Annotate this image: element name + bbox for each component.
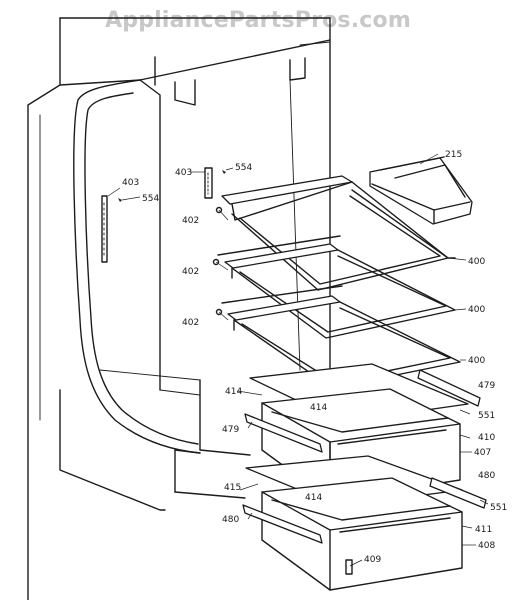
callout-labels: 403 554 403 554 215 402 402 402 400 400 … xyxy=(122,150,507,565)
right-shelf-support xyxy=(190,167,234,199)
callout-480: 480 xyxy=(222,515,239,525)
callout-215: 215 xyxy=(445,150,462,160)
callout-409: 409 xyxy=(364,555,381,565)
shelf-middle xyxy=(212,235,456,339)
shelf-top xyxy=(215,175,456,291)
door-gasket xyxy=(73,79,201,454)
callout-403: 403 xyxy=(122,178,139,188)
callout-414: 414 xyxy=(225,387,242,397)
leader-lines xyxy=(215,153,489,567)
callout-408: 408 xyxy=(478,541,495,551)
callout-479: 479 xyxy=(478,381,495,391)
callout-403: 403 xyxy=(175,168,192,178)
callout-400: 400 xyxy=(468,356,485,366)
watermark: AppliancePartsPros.com xyxy=(105,8,411,33)
callout-551: 551 xyxy=(490,503,507,513)
callout-402: 402 xyxy=(182,267,199,277)
callout-400: 400 xyxy=(468,257,485,267)
lower-crisper xyxy=(242,477,487,591)
callout-400: 400 xyxy=(468,305,485,315)
callout-411: 411 xyxy=(475,525,492,535)
callout-480: 480 xyxy=(478,471,495,481)
callout-402: 402 xyxy=(182,216,199,226)
shelf-bottom xyxy=(215,285,461,389)
callout-410: 410 xyxy=(478,433,495,443)
callout-402: 402 xyxy=(182,318,199,328)
callout-414: 414 xyxy=(310,403,327,413)
cabinet xyxy=(27,17,331,600)
callout-551: 551 xyxy=(478,411,495,421)
callout-415: 415 xyxy=(224,483,241,493)
callout-479: 479 xyxy=(222,425,239,435)
callout-554: 554 xyxy=(142,194,159,204)
callout-414: 414 xyxy=(305,493,322,503)
callout-554: 554 xyxy=(235,163,252,173)
callout-407: 407 xyxy=(474,448,491,458)
left-shelf-support xyxy=(101,187,141,263)
dairy-bin xyxy=(369,156,473,225)
